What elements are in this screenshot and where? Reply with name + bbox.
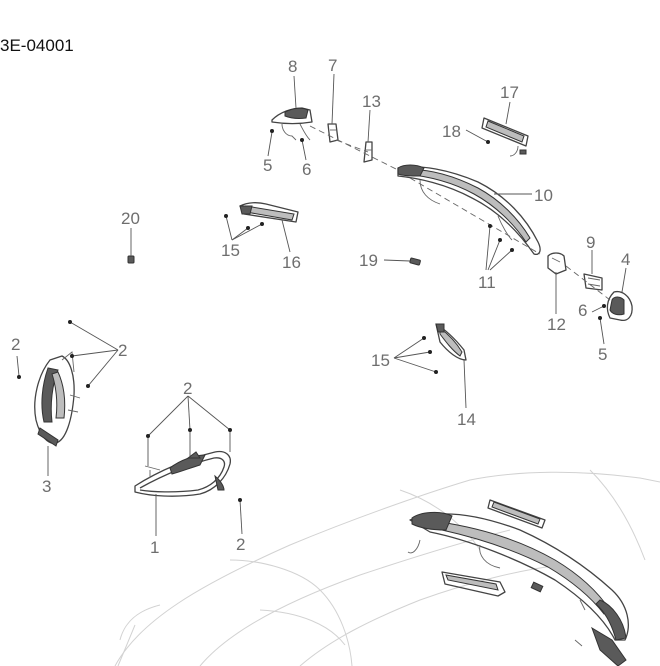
callout-3: 3 <box>42 477 51 496</box>
callout-5-right: 5 <box>598 345 607 364</box>
car-body-outline <box>114 469 660 666</box>
callout-2-left: 2 <box>11 335 20 354</box>
assembly-lines <box>309 125 611 301</box>
callout-2-headlamp: 2 <box>183 379 192 398</box>
callout-19: 19 <box>359 251 378 270</box>
diagram-title: 3E-04001 <box>0 36 74 55</box>
callout-6-top: 6 <box>302 160 311 179</box>
callout-4: 4 <box>621 250 630 269</box>
rear-combination-lamp-right <box>606 290 633 322</box>
callout-5-top: 5 <box>263 156 272 175</box>
bracket-12 <box>547 252 567 275</box>
callout-15-upper: 15 <box>221 241 240 260</box>
side-marker-lamp <box>435 323 467 361</box>
callout-17: 17 <box>500 83 519 102</box>
callout-9: 9 <box>586 233 595 252</box>
headlamp-assembly <box>134 450 231 497</box>
callout-1: 1 <box>150 538 159 557</box>
callout-6-right: 6 <box>578 301 587 320</box>
rear-combination-lamp-left <box>271 107 313 141</box>
connector-19 <box>409 257 421 266</box>
fastener-dots <box>17 129 606 502</box>
front-fog-lamp-assembly <box>34 351 81 447</box>
leader-lines <box>16 73 627 536</box>
callout-15-lower: 15 <box>371 351 390 370</box>
callout-18: 18 <box>442 122 461 141</box>
car-mounted-rear-lamp-bar <box>407 499 629 666</box>
callout-7: 7 <box>328 56 337 75</box>
callout-8: 8 <box>288 57 297 76</box>
callout-labels: 8 7 13 17 18 5 6 10 11 9 12 4 6 5 20 15 … <box>11 56 630 557</box>
tail-lamp-bar <box>397 164 541 256</box>
callout-10: 10 <box>534 186 553 205</box>
callout-2-fog: 2 <box>118 341 127 360</box>
clip-20 <box>127 255 135 264</box>
callout-12: 12 <box>547 315 566 334</box>
callout-11: 11 <box>478 273 496 292</box>
lamp-socket-9 <box>583 273 603 291</box>
callout-14: 14 <box>457 410 476 429</box>
license-lamp <box>239 202 299 223</box>
callout-13: 13 <box>362 92 381 111</box>
callout-16: 16 <box>282 253 301 272</box>
callout-2-bottom: 2 <box>236 535 245 554</box>
high-mount-stop-lamp <box>481 117 529 157</box>
bracket-13 <box>363 141 373 163</box>
bracket-7 <box>327 123 339 143</box>
callout-20: 20 <box>121 209 140 228</box>
